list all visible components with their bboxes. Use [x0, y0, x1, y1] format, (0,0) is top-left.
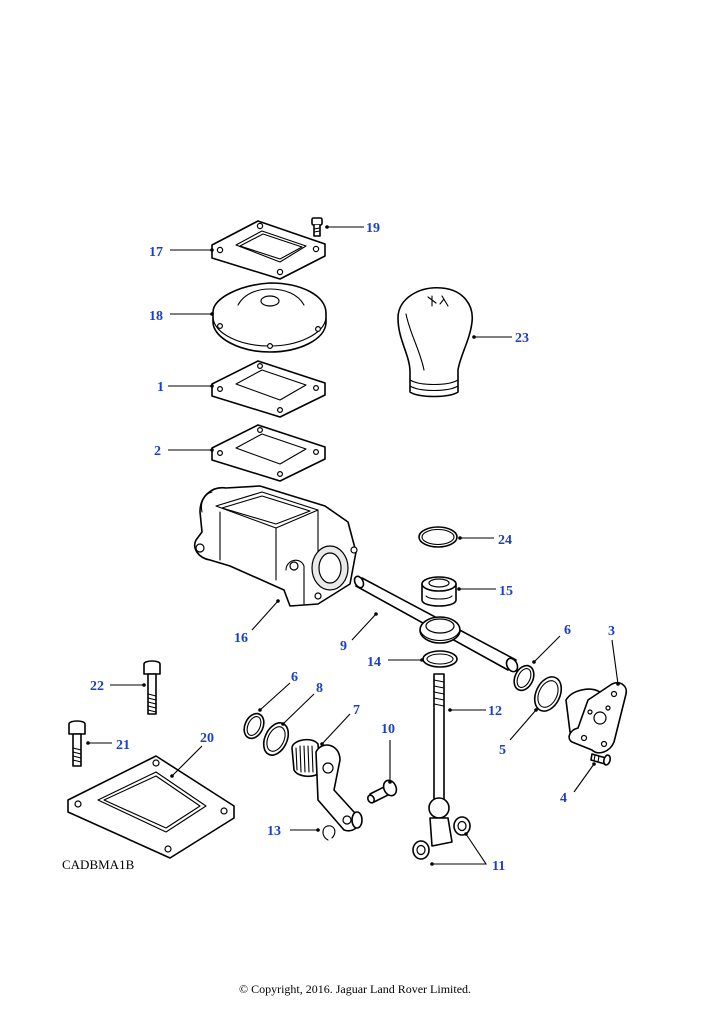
part-18-rubber-boot	[212, 282, 327, 353]
part-17-gasket-plate	[211, 220, 326, 280]
part-14-ring	[422, 650, 458, 668]
part-13-e-clip	[322, 825, 336, 841]
callout-1[interactable]: 1	[157, 380, 164, 395]
callout-8[interactable]: 8	[316, 681, 323, 696]
diagram-reference-code: CADBMA1B	[62, 857, 135, 872]
part-5-seal-ring	[533, 676, 563, 712]
callout-23[interactable]: 23	[515, 331, 529, 346]
part-11-rod-end	[412, 816, 471, 860]
callout-11[interactable]: 11	[492, 859, 505, 874]
callout-21[interactable]: 21	[116, 738, 130, 753]
part-4-screw	[590, 753, 611, 766]
callout-7[interactable]: 7	[353, 703, 360, 718]
part-23-gear-knob	[397, 287, 473, 398]
callout-10[interactable]: 10	[381, 722, 395, 737]
part-15-bush	[421, 576, 457, 607]
callout-18[interactable]: 18	[149, 309, 163, 324]
part-20-base-gasket	[67, 755, 235, 859]
callout-2[interactable]: 2	[154, 444, 161, 459]
callout-17[interactable]: 17	[149, 245, 163, 260]
part-10-pin-bolt	[366, 779, 398, 804]
part-9-cross-shaft	[353, 575, 519, 673]
part-6-o-ring-left	[243, 712, 265, 740]
callout-12[interactable]: 12	[488, 704, 502, 719]
part-7-selector-lever	[291, 738, 363, 832]
part-21-bolt	[68, 720, 86, 767]
part-16-lever-housing	[194, 485, 358, 607]
callout-16[interactable]: 16	[234, 631, 248, 646]
part-12-selector-rod	[428, 673, 450, 819]
part-24-circlip	[418, 526, 458, 548]
callout-6-left[interactable]: 6	[291, 670, 298, 685]
part-22-long-bolt	[143, 660, 161, 715]
callout-20[interactable]: 20	[200, 731, 214, 746]
callout-4[interactable]: 4	[560, 791, 567, 806]
callout-14[interactable]: 14	[367, 655, 381, 670]
part-2-gasket	[211, 424, 326, 482]
callout-3[interactable]: 3	[608, 624, 615, 639]
part-3-end-flange	[565, 681, 628, 754]
leader-lines	[86, 225, 620, 866]
callout-15[interactable]: 15	[499, 584, 513, 599]
callout-24[interactable]: 24	[498, 533, 512, 548]
part-19-screw	[311, 217, 323, 237]
callout-22[interactable]: 22	[90, 679, 104, 694]
callout-9[interactable]: 9	[340, 639, 347, 654]
copyright-notice: © Copyright, 2016. Jaguar Land Rover Lim…	[239, 982, 471, 996]
callout-19[interactable]: 19	[366, 221, 380, 236]
callout-5[interactable]: 5	[499, 743, 506, 758]
callout-labels: 1 2 3 4 5 6 6 7 8 9 10 11 12 13 14 15 16…	[90, 221, 615, 874]
part-6-o-ring-right	[513, 664, 535, 692]
callout-13[interactable]: 13	[267, 824, 281, 839]
callout-6-right[interactable]: 6	[564, 623, 571, 638]
part-1-gasket	[211, 360, 326, 418]
